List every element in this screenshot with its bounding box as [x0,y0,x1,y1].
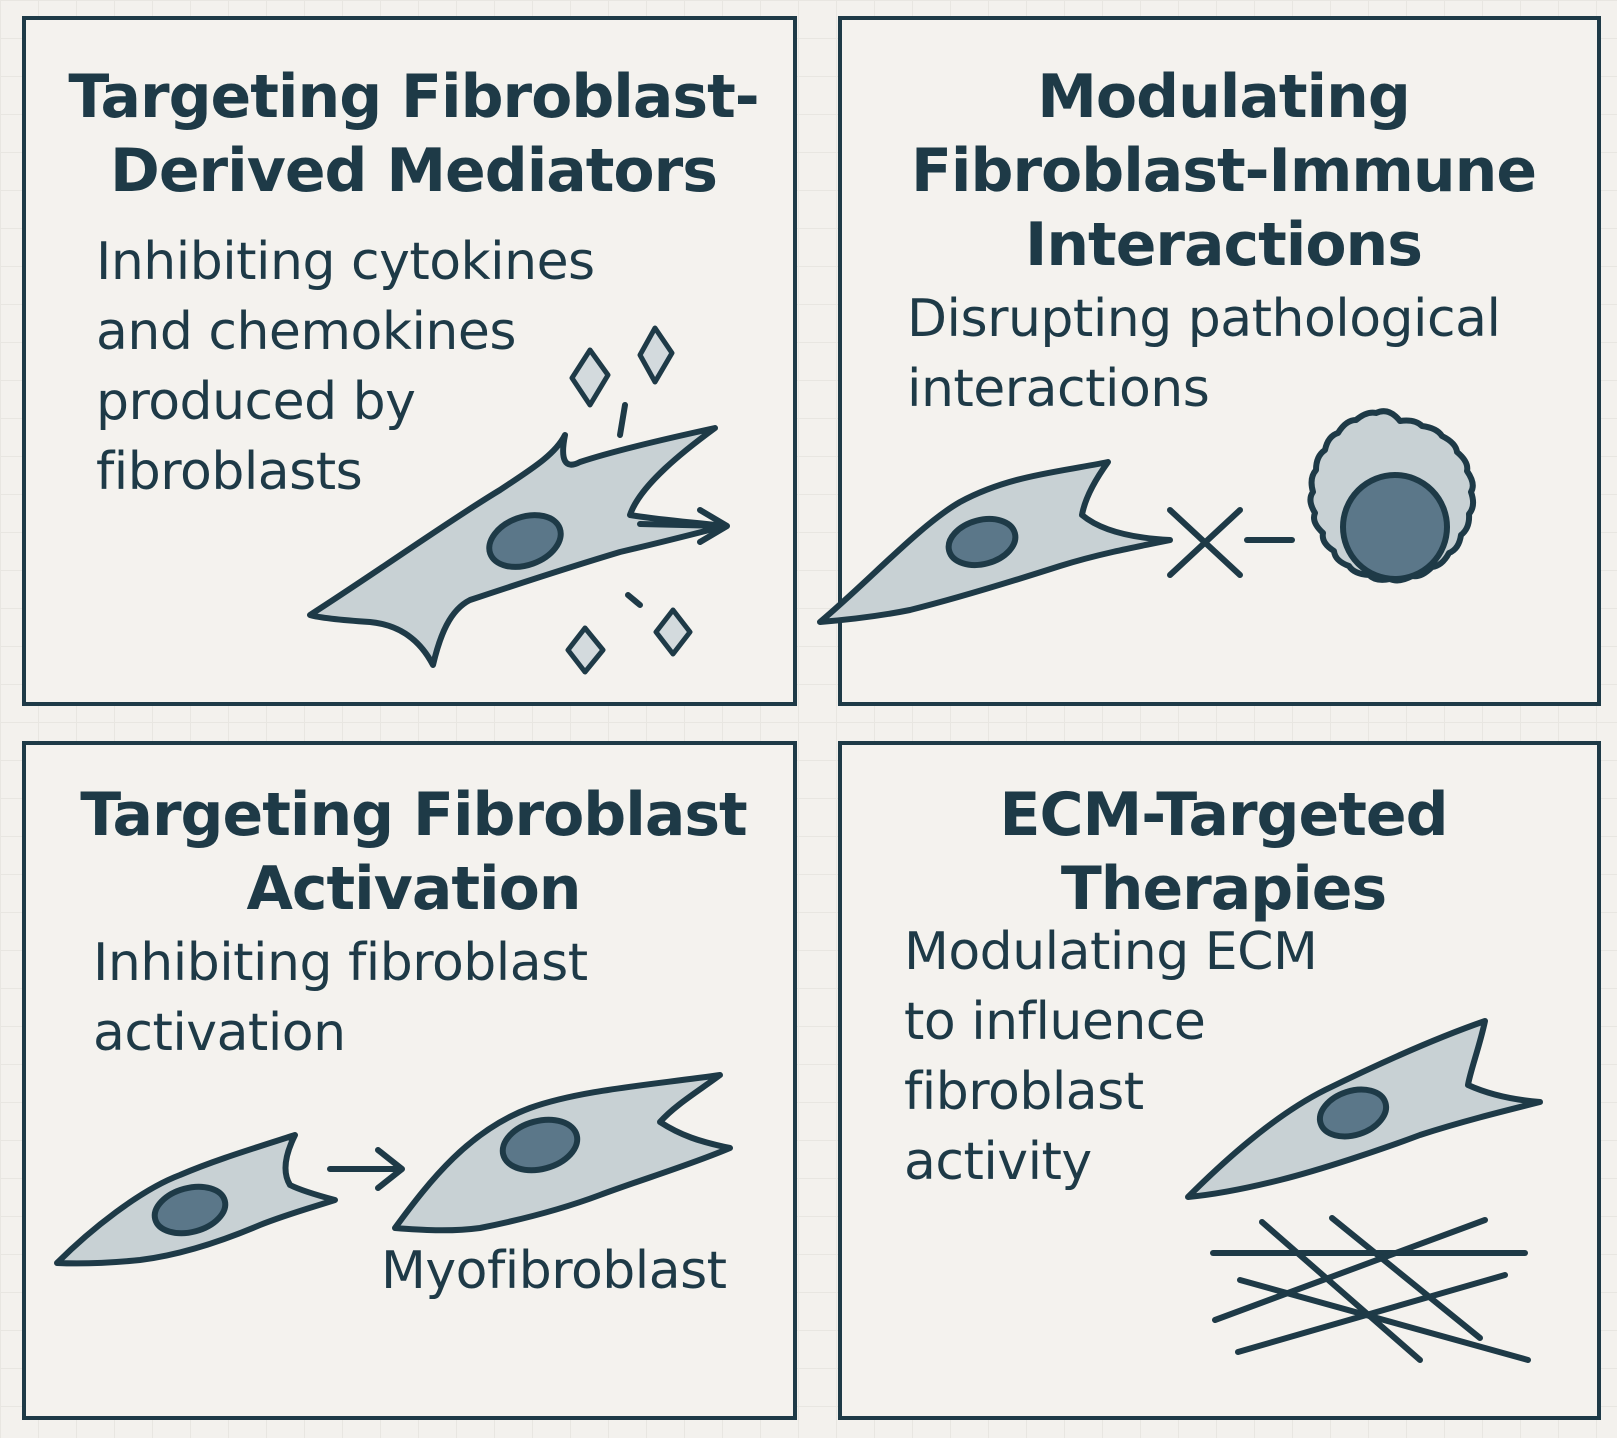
panel-title: Targeting Fibroblast- Derived Mediators [46,60,781,208]
panel-title: Targeting Fibroblast Activation [80,780,747,924]
panel-description: Inhibiting fibroblast activation [93,933,588,1063]
title-line: Targeting Fibroblast- [68,62,759,132]
panel-ecm-targeted-therapies: ECM-Targeted Therapies Modulating ECM to… [838,741,1601,1420]
panel-title: Modulating Fibroblast-Immune Interaction… [910,62,1537,280]
panel-fibroblast-derived-mediators: Targeting Fibroblast- Derived Mediators … [22,16,797,706]
panel-description: Disrupting pathological interactions [907,289,1501,419]
panel-description: Inhibiting cytokines and chemokines prod… [96,232,595,502]
panel-description: Modulating ECM to influence fibroblast a… [904,922,1318,1192]
myofibroblast-label: Myofibroblast [381,1241,727,1301]
panel-title: ECM-Targeted Therapies [999,780,1448,924]
title-line: Derived Mediators [110,136,718,206]
panel-fibroblast-immune-interactions: Modulating Fibroblast-Immune Interaction… [838,16,1601,706]
panel-fibroblast-activation: Targeting Fibroblast Activation Inhibiti… [22,741,797,1420]
